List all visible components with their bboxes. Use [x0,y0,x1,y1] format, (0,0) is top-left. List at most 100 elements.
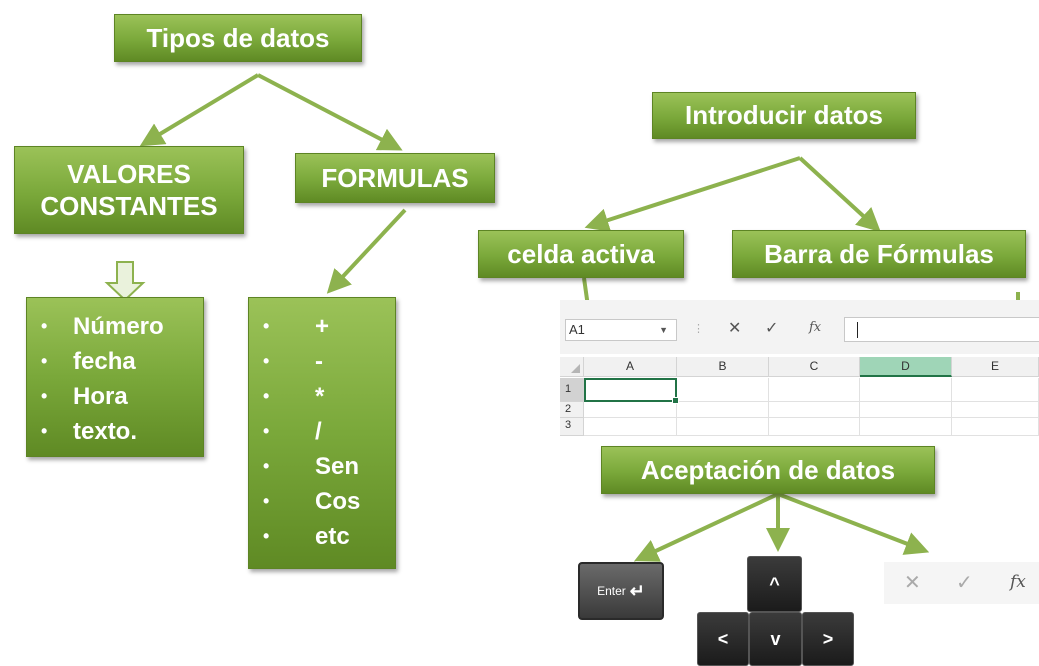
cell[interactable] [584,418,677,436]
row-header[interactable]: 1 [560,378,584,402]
list-item-text: - [315,348,323,375]
name-box[interactable]: A1 ▼ [565,319,677,341]
accept-cancel-bar: ✕ ✓ fx [884,562,1039,604]
cell[interactable] [677,378,769,402]
bullet-glyph: • [263,421,270,441]
arrow-tipos-to-valores [139,73,260,147]
row-header[interactable]: 2 [560,402,584,418]
cell[interactable] [677,402,769,418]
arrow-aceptacion-to-accept-bar [777,492,930,555]
list-item-text: Sen [315,453,360,480]
cell[interactable] [860,418,952,436]
text-cursor [857,322,858,338]
hollow-down-arrow [104,261,146,302]
enter-check-icon[interactable]: ✓ [765,320,779,337]
bullet-glyph: • [41,316,48,336]
barra-de-formulas-label: Barra de Fórmulas [764,238,994,269]
list-item-text: Hora [73,383,128,410]
cell[interactable] [860,378,952,402]
list-item: •+ [249,309,395,344]
cell[interactable] [952,378,1039,402]
column-header[interactable]: E [952,357,1039,377]
bullet-glyph: • [263,526,270,546]
cell[interactable] [769,402,860,418]
active-cell-a1[interactable] [584,378,679,404]
bullet-glyph: • [263,386,270,406]
insert-function-icon: fx [1010,572,1026,592]
list-item-text: Cos [315,488,361,515]
aceptacion-de-datos-box: Aceptación de datos [601,446,935,494]
list-item: •Sen [249,449,395,484]
celda-activa-label: celda activa [507,238,655,269]
list-item: • fecha [27,344,203,379]
list-item: •* [249,379,395,414]
list-item-text: Número [73,313,164,340]
aceptacion-de-datos-label: Aceptación de datos [640,454,896,485]
valores-label-line2: CONSTANTES [40,191,218,221]
cell[interactable] [584,402,677,418]
cancel-icon[interactable]: ✕ [728,320,742,337]
column-header[interactable]: D [860,357,952,377]
list-item-text: * [315,383,325,410]
valores-constantes-box: VALORES CONSTANTES [14,146,244,234]
formulas-label: FORMULAS [321,162,469,193]
cell[interactable] [677,418,769,436]
barra-de-formulas-box: Barra de Fórmulas [732,230,1026,278]
arrow-introducir-to-celda [584,156,801,232]
list-item-text: etc [315,523,350,550]
list-item-text: + [315,313,330,340]
list-item: •- [249,344,395,379]
celda-activa-box: celda activa [478,230,684,278]
arrow-up-icon: ^ [769,573,780,594]
cell[interactable] [769,418,860,436]
name-box-value: A1 [569,322,585,337]
arrow-introducir-to-barra [798,156,881,233]
formula-input[interactable] [844,317,1039,342]
arrow-left-key: < [697,612,749,666]
introducir-datos-label: Introducir datos [685,100,883,130]
valores-label-line1: VALORES [67,159,191,189]
list-item-text: fecha [73,348,136,375]
excel-snippet: A1 ▼ ⋮ ✕ ✓ fx A B C D E 1 2 3 [560,300,1039,448]
insert-function-icon[interactable]: fx [809,320,822,335]
cell[interactable] [860,402,952,418]
column-header[interactable]: B [677,357,769,377]
grip-icon: ⋮ [693,323,704,335]
arrow-tipos-to-formulas [257,73,403,151]
column-header[interactable]: A [584,357,677,377]
arrow-left-icon: < [717,628,729,649]
bullet-glyph: • [41,421,48,441]
tipos-de-datos-label: Tipos de datos [146,22,330,53]
list-item-text: texto. [73,418,138,445]
enter-arrow-icon: ↵ [629,580,645,601]
list-item-text: / [315,418,322,445]
select-all-corner[interactable] [560,357,584,377]
list-item: • Cos [249,484,395,519]
arrow-aceptacion-to-enter [634,492,779,562]
formula-bar: A1 ▼ ⋮ ✕ ✓ fx [560,300,1039,354]
cell[interactable] [952,418,1039,436]
bullet-glyph: • [263,316,270,336]
cell[interactable] [769,378,860,402]
chevron-down-icon[interactable]: ▼ [659,325,668,335]
list-item: • texto. [27,414,203,449]
arrow-up-key: ^ [747,556,802,612]
bullet-glyph: • [41,351,48,371]
arrow-right-key: > [802,612,854,666]
row-header[interactable]: 3 [560,418,584,436]
list-item: • etc [249,519,395,554]
list-item: •/ [249,414,395,449]
bullet-glyph: • [263,491,270,511]
list-item: •Hora [27,379,203,414]
bullet-glyph: • [263,351,270,371]
column-header[interactable]: C [769,357,860,377]
cell[interactable] [952,402,1039,418]
list-item: • Número [27,309,203,344]
enter-check-icon: ✓ [956,572,973,594]
arrow-right-icon: > [822,628,834,649]
cancel-icon: ✕ [904,572,921,594]
arrow-down-icon: v [770,628,781,649]
arrow-down-key: v [749,612,802,666]
formulas-box: FORMULAS [295,153,495,203]
valores-list-box: • Número • fecha •Hora • texto. [26,297,204,457]
